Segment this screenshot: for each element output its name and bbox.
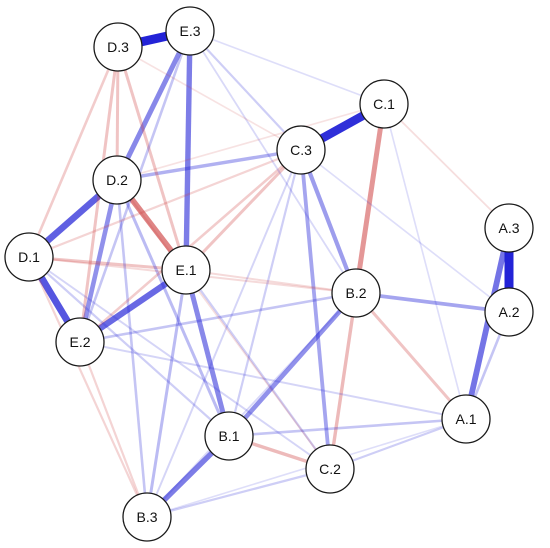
edge-E.1-B.2 xyxy=(185,269,357,294)
node-B.3: B.3 xyxy=(122,492,172,542)
edge-C.1-A.1 xyxy=(383,103,467,420)
edge-D.1-B.1 xyxy=(28,256,230,437)
node-circle xyxy=(4,232,54,282)
node-circle xyxy=(484,203,534,253)
node-circle xyxy=(92,155,142,205)
edge-D.2-B.1 xyxy=(115,179,231,437)
edge-C.3-D.2 xyxy=(116,148,302,182)
edge-D.2-E.2 xyxy=(77,179,120,343)
edge-D.1-E.1 xyxy=(28,255,187,272)
node-label: A.1 xyxy=(455,411,476,427)
edge-E.3-D.2 xyxy=(114,29,193,182)
edge-E.3-B.2 xyxy=(189,30,357,294)
edge-C.1-B.2 xyxy=(353,103,387,294)
node-circle xyxy=(93,22,143,72)
edge-C.3-B.3 xyxy=(146,149,302,518)
edge-E.1-C.2 xyxy=(185,269,331,470)
node-E.1: E.1 xyxy=(161,245,211,295)
node-E.2: E.2 xyxy=(55,317,105,367)
node-circle xyxy=(359,79,409,129)
edge-C.3-B.1 xyxy=(227,149,303,437)
edge-D.3-D.1 xyxy=(27,46,120,258)
edge-E.2-B.2 xyxy=(79,291,357,344)
node-label: E.3 xyxy=(179,23,200,39)
edge-C.3-A.2 xyxy=(300,149,510,313)
edge-C.3-B.2 xyxy=(299,149,358,294)
node-label: E.1 xyxy=(175,262,196,278)
edge-D.3-E.1 xyxy=(116,46,188,271)
edge-E.1-B.3 xyxy=(145,269,188,518)
node-label: D.3 xyxy=(107,39,129,55)
node-C.1: C.1 xyxy=(359,79,409,129)
node-circle xyxy=(276,125,326,175)
edge-D.1-C.2 xyxy=(28,256,331,470)
node-D.1: D.1 xyxy=(4,232,54,282)
edge-D.1-B.3 xyxy=(27,256,149,518)
edge-C.3-D.1 xyxy=(28,148,302,259)
node-label: C.3 xyxy=(290,142,312,158)
edge-E.1-B.1 xyxy=(183,269,232,437)
edge-E.2-A.1 xyxy=(79,341,467,420)
node-circle xyxy=(305,444,355,494)
node-label: B.2 xyxy=(345,285,366,301)
node-label: B.3 xyxy=(136,509,157,525)
edge-layer xyxy=(25,26,514,519)
node-D.2: D.2 xyxy=(92,155,142,205)
node-label: E.2 xyxy=(69,334,90,350)
node-circle xyxy=(122,492,172,542)
edge-C.1-E.3 xyxy=(189,30,385,105)
edge-D.2-C.2 xyxy=(116,179,331,470)
edge-D.3-C.3 xyxy=(117,46,302,151)
node-circle xyxy=(165,6,215,56)
node-label: B.1 xyxy=(218,428,239,444)
node-circle xyxy=(441,394,491,444)
edge-A.1-B.1 xyxy=(228,417,467,438)
edge-B.3-C.2 xyxy=(146,467,331,519)
node-label: D.1 xyxy=(18,249,40,265)
node-B.2: B.2 xyxy=(331,268,381,318)
node-E.3: E.3 xyxy=(165,6,215,56)
edge-C.3-E.1 xyxy=(184,148,303,272)
edge-C.1-A.3 xyxy=(383,103,510,229)
node-layer: D.3 E.3C.1C.3D.2A.3D.1E.1B.2A.2E.2A.1B.1C… xyxy=(4,6,534,542)
node-circle xyxy=(331,268,381,318)
node-label: C.2 xyxy=(319,461,341,477)
node-D.3: D.3 xyxy=(93,22,143,72)
node-circle xyxy=(204,411,254,461)
node-circle xyxy=(55,317,105,367)
edge-B.2-B.3 xyxy=(146,292,357,518)
node-C.2: C.2 xyxy=(305,444,355,494)
node-A.3: A.3 xyxy=(484,203,534,253)
edge-E.3-E.1 xyxy=(183,30,193,271)
node-B.1: B.1 xyxy=(204,411,254,461)
edge-E.2-B.3 xyxy=(78,341,149,518)
node-label: A.2 xyxy=(498,304,519,320)
node-circle xyxy=(484,287,534,337)
node-C.3: C.3 xyxy=(276,125,326,175)
edge-E.3-C.3 xyxy=(189,30,302,151)
node-circle xyxy=(161,245,211,295)
node-label: D.2 xyxy=(106,172,128,188)
edge-B.2-A.1 xyxy=(354,292,468,420)
node-A.1: A.1 xyxy=(441,394,491,444)
edge-C.1-D.2 xyxy=(116,103,385,181)
edge-B.2-A.2 xyxy=(355,291,510,314)
node-label: A.3 xyxy=(498,220,519,236)
edge-B.2-B.1 xyxy=(227,291,358,438)
edge-C.3-C.2 xyxy=(299,149,332,470)
node-A.2: A.2 xyxy=(484,287,534,337)
edge-D.2-B.3 xyxy=(115,179,149,518)
edge-B.2-C.2 xyxy=(328,292,358,470)
node-label: C.1 xyxy=(373,96,395,112)
